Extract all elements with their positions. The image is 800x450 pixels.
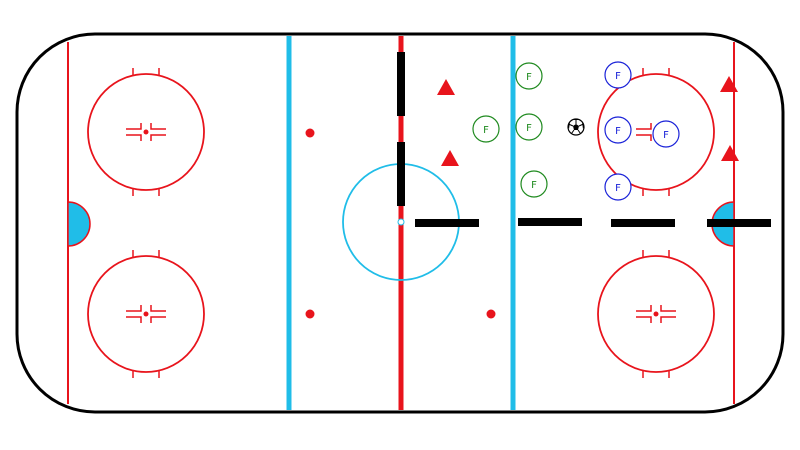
cone-icon [441,150,459,166]
neutral-dot-top-left [305,128,315,138]
player-label: F [526,72,532,83]
barrier-vertical-lower [397,142,405,206]
player-label: F [531,180,537,191]
barrier-horizontal-3 [611,219,675,227]
neutral-dot-bottom-right [486,309,496,319]
player-green-3[interactable]: F [515,113,543,141]
faceoff-circle-bottom-right [597,250,715,378]
goal-crease-left [67,201,91,247]
player-label: F [615,126,621,137]
player-green-2[interactable]: F [472,115,500,143]
faceoff-circle-top-left [87,68,205,196]
player-blue-1[interactable]: F [604,61,632,89]
faceoff-circle-top-right [597,68,715,196]
player-green-4[interactable]: F [520,170,548,198]
player-label: F [663,130,669,141]
soccer-ball-icon[interactable] [567,118,585,136]
player-blue-2[interactable]: F [604,116,632,144]
barrier-vertical-upper [397,52,405,116]
barrier-horizontal-4 [707,219,771,227]
player-label: F [615,71,621,82]
barrier-horizontal-2 [518,218,582,226]
neutral-dot-bottom-left [305,309,315,319]
barrier-horizontal-1 [415,219,479,227]
faceoff-circle-bottom-left [87,250,205,378]
cone-icon [721,145,739,161]
player-green-1[interactable]: F [515,62,543,90]
cone-icon [720,76,738,92]
player-label: F [483,125,489,136]
player-blue-3[interactable]: F [652,120,680,148]
player-label: F [526,123,532,134]
cone-icon [437,79,455,95]
player-label: F [615,183,621,194]
center-faceoff-dot [397,218,405,226]
player-blue-4[interactable]: F [604,173,632,201]
